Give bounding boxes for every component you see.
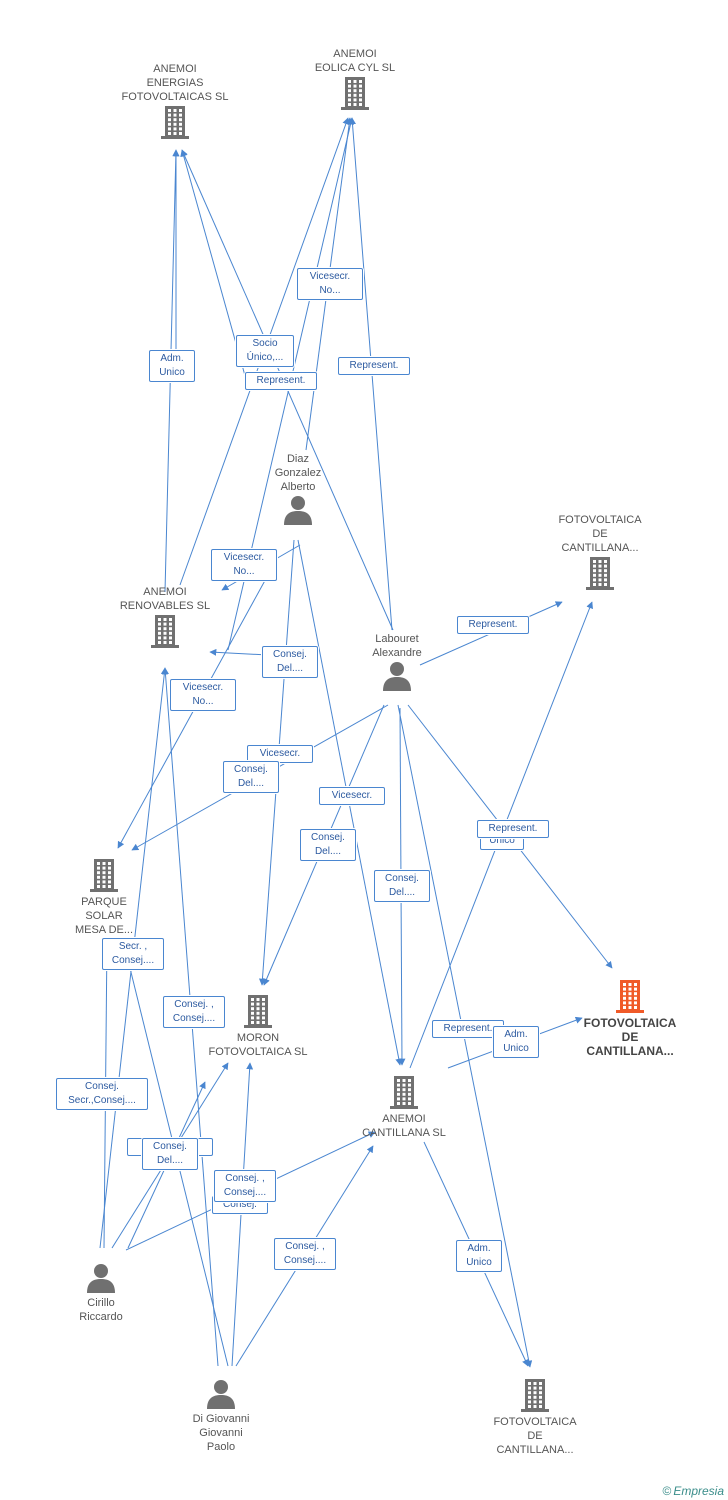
edge-label[interactable]: Consej. , Consej.... (274, 1238, 336, 1270)
edge-label[interactable]: Consej. Del.... (300, 829, 356, 861)
edge-label[interactable]: Represent. (338, 357, 410, 375)
node-label: Diaz Gonzalez Alberto (274, 453, 322, 493)
person-icon (284, 496, 312, 525)
person-shape (284, 496, 312, 525)
node-fotovoltaica-cantillana-bottom[interactable]: FOTOVOLTAICA DE CANTILLANA... (465, 1377, 605, 1457)
edge-label[interactable]: Adm. Unico (493, 1026, 539, 1058)
building-shape (390, 1076, 418, 1109)
copyright-icon: © (662, 1484, 672, 1498)
person-shape (207, 1380, 235, 1409)
relationship-edge (231, 1062, 254, 1367)
relationship-edge (209, 648, 269, 656)
person-icon (87, 1264, 115, 1293)
node-label: FOTOVOLTAICA DE CANTILLANA... (558, 514, 642, 554)
edge-label[interactable]: Socio Único,... (236, 335, 294, 367)
building-icon (616, 980, 644, 1013)
edge-label[interactable]: Adm. Unico (149, 350, 195, 382)
node-moron-fotovoltaica[interactable]: MORON FOTOVOLTAICA SL (188, 993, 328, 1059)
building-icon (244, 995, 272, 1028)
edge-label[interactable]: Vicesecr. No... (211, 549, 277, 581)
node-anemoi-eolica-cyl[interactable]: ANEMOI EOLICA CYL SL (285, 47, 425, 111)
person-shape (383, 662, 411, 691)
node-label: ANEMOI CANTILLANA SL (362, 1113, 446, 1139)
building-icon (90, 859, 118, 892)
edge-label[interactable]: Secr. , Consej.... (102, 938, 164, 970)
building-shape (586, 557, 614, 590)
node-label: Labouret Alexandre (372, 633, 422, 659)
edge-label[interactable]: Consej. Del.... (374, 870, 430, 902)
node-label: FOTOVOLTAICA DE CANTILLANA... (493, 1416, 577, 1456)
building-shape (341, 77, 369, 110)
edge-label[interactable]: Consej. Del.... (262, 646, 318, 678)
building-icon (390, 1076, 418, 1109)
node-fotovoltaica-cantillana-main[interactable]: FOTOVOLTAICA DE CANTILLANA... (560, 978, 700, 1058)
relationship-edge (181, 149, 394, 631)
node-label: Cirillo Riccardo (79, 1297, 123, 1323)
building-icon (586, 557, 614, 590)
node-label: ANEMOI EOLICA CYL SL (314, 48, 396, 74)
edge-label[interactable]: Vicesecr. (319, 787, 385, 805)
node-diaz-gonzalez-alberto[interactable]: Diaz Gonzalez Alberto (228, 452, 368, 526)
edge-label[interactable]: Consej. , Consej.... (163, 996, 225, 1028)
edge-label[interactable]: Consej. , Consej.... (214, 1170, 276, 1202)
node-cirillo-riccardo[interactable]: Cirillo Riccardo (31, 1262, 171, 1324)
building-icon (151, 615, 179, 648)
node-parque-solar-mesa[interactable]: PARQUE SOLAR MESA DE... (34, 857, 174, 937)
node-anemoi-cantillana[interactable]: ANEMOI CANTILLANA SL (334, 1074, 474, 1140)
building-icon (341, 77, 369, 110)
building-shape (151, 615, 179, 648)
person-icon (383, 662, 411, 691)
node-label: ANEMOI RENOVABLES SL (119, 586, 211, 612)
edge-label[interactable]: Represent. (457, 616, 529, 634)
node-fotovoltaica-cantillana-top[interactable]: FOTOVOLTAICA DE CANTILLANA... (530, 513, 670, 591)
node-anemoi-energias-fotovoltaicas[interactable]: ANEMOI ENERGIAS FOTOVOLTAICAS SL (105, 62, 245, 140)
node-label: Di Giovanni Giovanni Paolo (192, 1413, 250, 1453)
edge-label[interactable]: Consej. Del.... (142, 1138, 198, 1170)
node-anemoi-renovables[interactable]: ANEMOI RENOVABLES SL (95, 585, 235, 649)
building-icon (521, 1379, 549, 1412)
edge-label[interactable]: Consej. Del.... (223, 761, 279, 793)
person-icon (207, 1380, 235, 1409)
edge-label[interactable]: Represent. (477, 820, 549, 838)
building-icon (161, 106, 189, 139)
brand-logo[interactable]: ©Empresia (662, 1484, 724, 1498)
node-label: ANEMOI ENERGIAS FOTOVOLTAICAS SL (121, 63, 229, 103)
building-shape (521, 1379, 549, 1412)
edge-label[interactable]: Vicesecr. (247, 745, 313, 763)
node-label: FOTOVOLTAICA DE CANTILLANA... (583, 1016, 677, 1058)
edge-label[interactable]: Consej. Secr.,Consej.... (56, 1078, 148, 1110)
node-label: MORON FOTOVOLTAICA SL (208, 1032, 308, 1058)
building-shape (161, 106, 189, 139)
relationship-edge (117, 574, 269, 849)
edge-label[interactable]: Vicesecr. No... (170, 679, 236, 711)
brand-name: Empresia (673, 1484, 724, 1498)
node-label: PARQUE SOLAR MESA DE... (74, 896, 134, 936)
building-shape (244, 995, 272, 1028)
edge-label[interactable]: Vicesecr. No... (297, 268, 363, 300)
edge-label[interactable]: Adm. Unico (456, 1240, 502, 1272)
building-shape (616, 980, 644, 1013)
building-shape (90, 859, 118, 892)
node-labouret-alexandre[interactable]: Labouret Alexandre (327, 632, 467, 692)
person-shape (87, 1264, 115, 1293)
node-di-giovanni-giovanni-paolo[interactable]: Di Giovanni Giovanni Paolo (151, 1378, 291, 1454)
edge-label[interactable]: Represent. (245, 372, 317, 390)
